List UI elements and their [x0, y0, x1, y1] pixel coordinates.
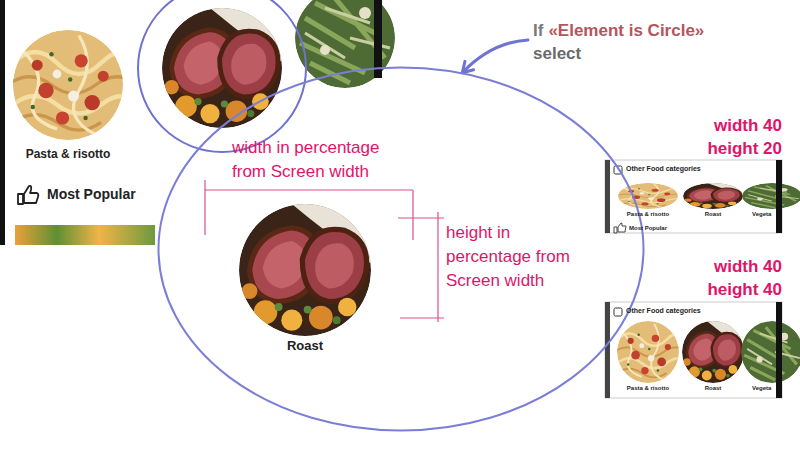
- food-circle: Pasta & risotto: [13, 30, 123, 140]
- thumb-label: Vegeta: [752, 385, 771, 392]
- size-value: width 40: [582, 257, 782, 277]
- condition-highlight: «Element is Circle»: [548, 21, 704, 41]
- thumb-heading: Other Food categories: [626, 307, 701, 315]
- food-photo: [13, 30, 123, 140]
- thumb-heading: Other Food categories: [626, 165, 701, 173]
- category-label: Pasta & risotto: [0, 147, 148, 162]
- height-annotation: height in percentage from Screen width: [446, 221, 576, 293]
- thumb-label: Vegeta: [752, 211, 771, 218]
- thumb-label: Pasta & risotto: [618, 211, 678, 218]
- ellipse-outline: [157, 66, 645, 432]
- food-photo: [239, 204, 371, 336]
- thumb-heading: Most Popular: [629, 225, 667, 232]
- condition-row: If«Element is Circle»: [533, 21, 704, 41]
- condition-text: select: [533, 44, 581, 64]
- size-value: height 20: [582, 139, 782, 159]
- category-label: Roast: [205, 338, 405, 354]
- condition-text: If: [533, 21, 543, 41]
- food-circle: Roast: [239, 204, 371, 336]
- width-annotation: width in percentage from Screen width: [232, 136, 410, 184]
- size-value: width 40: [582, 116, 782, 136]
- thumb-label: Pasta & risotto: [618, 385, 678, 392]
- section-title: Most Popular: [47, 186, 136, 203]
- selection-ellipse: width in percentage from Screen width hei…: [157, 66, 645, 432]
- thumb-label: Roast: [683, 211, 743, 218]
- size-value: height 40: [582, 280, 782, 300]
- thumb-label: Roast: [683, 385, 743, 392]
